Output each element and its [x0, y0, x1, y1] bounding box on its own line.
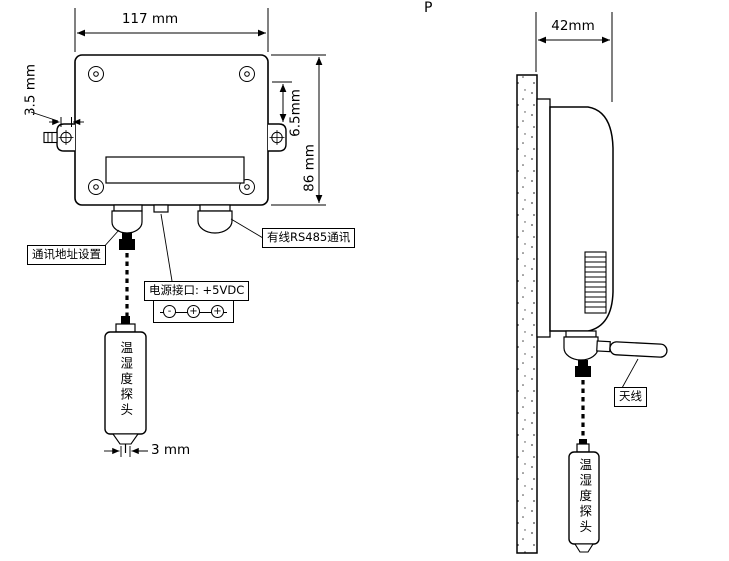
front-label-plate [105, 156, 245, 184]
left-cable-gland [111, 204, 143, 250]
probe-label-side: 温湿度探头 [577, 458, 593, 536]
dim-left-hole-label: 3.5 mm [22, 63, 39, 117]
comm-address-callout: 通讯地址设置 [27, 245, 106, 265]
probe-tip-dimension [104, 446, 148, 457]
antenna-callout-leader [621, 358, 639, 389]
right-mounting-ear [268, 123, 287, 152]
left-hole-dimension [30, 111, 84, 127]
rs485-callout-leader [230, 218, 264, 239]
right-cable-gland [197, 204, 233, 234]
power-terminals: - + + [153, 300, 234, 323]
terminal-plus-1: + [187, 305, 200, 318]
rs485-callout: 有线RS485通讯 [262, 228, 356, 248]
terminal-plus-2: + [211, 305, 224, 318]
mounting-plate [516, 74, 538, 554]
mounting-bracket [536, 98, 551, 338]
side-cable-gland [563, 330, 599, 377]
depth-dimension [535, 12, 613, 102]
dim-probe-tip-label: 3 mm [151, 442, 191, 458]
power-connector [153, 204, 173, 282]
power-callout: 电源接口: +5VDC [144, 281, 250, 301]
corner-mark: P [424, 0, 433, 16]
front-view [30, 8, 326, 457]
right-hole-dimension [272, 81, 292, 122]
probe-label-front: 温湿度探头 [118, 341, 134, 419]
dim-right-hole-label: 6.5mm [287, 89, 304, 137]
dim-width-label: 117 mm [121, 11, 179, 27]
height-dimension [271, 54, 326, 206]
probe-front [104, 316, 147, 453]
dim-depth-label: 42mm [551, 18, 595, 34]
dim-height-label: 86 mm [301, 144, 318, 192]
corner-screws [88, 66, 255, 195]
width-dimension [74, 8, 269, 52]
side-view [516, 12, 668, 554]
probe-side [568, 439, 600, 553]
antenna-callout: 天线 [614, 387, 647, 407]
antenna [596, 340, 668, 358]
terminal-minus: - [163, 305, 176, 318]
left-mounting-ear [43, 123, 75, 152]
vent-grille [584, 251, 607, 314]
